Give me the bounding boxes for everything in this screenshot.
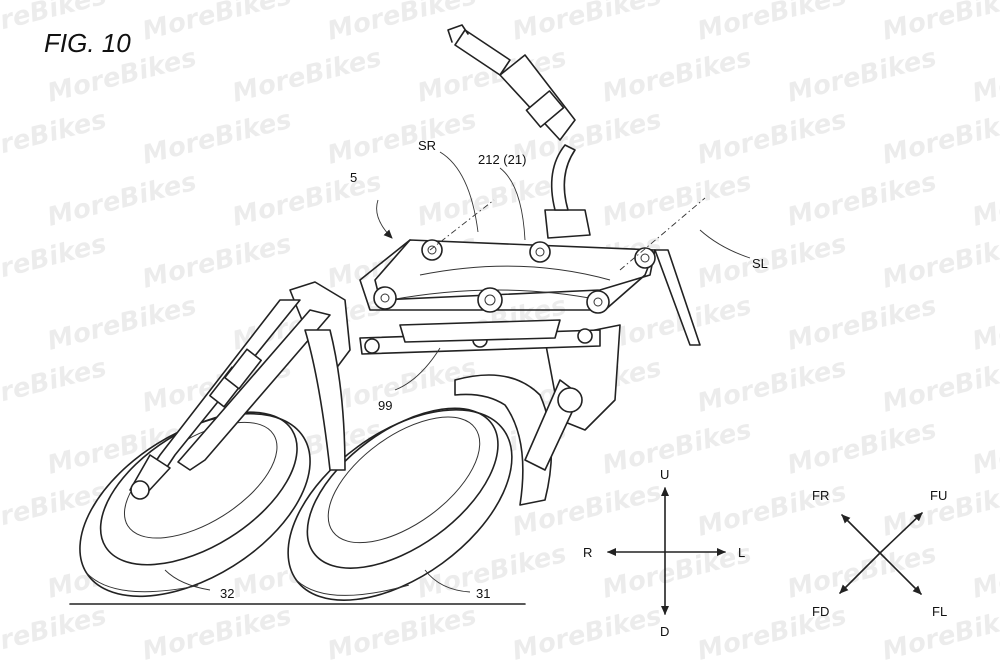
label-wheel-32: 32 bbox=[220, 586, 234, 601]
front-wheel-left bbox=[79, 411, 311, 598]
direction-diagonal: FR FU FD FL bbox=[812, 488, 947, 619]
watermark-text: MoreBikes bbox=[694, 0, 849, 47]
watermark-text: MoreBikes bbox=[694, 105, 849, 171]
watermark-text: MoreBikes bbox=[509, 601, 664, 667]
label-left: L bbox=[738, 545, 745, 560]
watermark-text: MoreBikes bbox=[694, 477, 849, 543]
watermark-text: MoreBikes bbox=[879, 105, 1000, 171]
label-front-down: FD bbox=[812, 604, 829, 619]
watermark-text: MoreBikes bbox=[599, 539, 754, 605]
label-212: 212 (21) bbox=[478, 152, 526, 167]
watermark-text: MoreBikes bbox=[139, 601, 294, 667]
watermark-text: MoreBikes bbox=[229, 167, 384, 233]
lower-link-bar bbox=[359, 319, 601, 355]
label-up: U bbox=[660, 467, 669, 482]
leader-lines bbox=[164, 151, 751, 593]
watermark-text: MoreBikes bbox=[599, 167, 754, 233]
label-right: R bbox=[583, 545, 592, 560]
watermark-text: MoreBikes bbox=[694, 229, 849, 295]
watermark-text: MoreBikes bbox=[969, 43, 1000, 109]
arrow-front-left bbox=[879, 552, 922, 595]
watermark-text: MoreBikes bbox=[599, 43, 754, 109]
arrow-front-up bbox=[879, 512, 923, 554]
watermark-text: MoreBikes bbox=[784, 43, 939, 109]
right-fender bbox=[454, 374, 553, 506]
arrow-front-down bbox=[839, 552, 881, 594]
watermark-text: MoreBikes bbox=[324, 105, 479, 171]
label-front-right: FR bbox=[812, 488, 829, 503]
watermark-text: MoreBikes bbox=[324, 0, 479, 47]
label-wheel-31: 31 bbox=[476, 586, 490, 601]
watermark-text: MoreBikes bbox=[784, 167, 939, 233]
watermark-text: MoreBikes bbox=[969, 415, 1000, 481]
label-down: D bbox=[660, 624, 669, 639]
watermark-text: MoreBikes bbox=[784, 415, 939, 481]
watermark-text: MoreBikes bbox=[0, 229, 110, 295]
label-sr: SR bbox=[418, 138, 436, 153]
label-vehicle: 5 bbox=[350, 170, 357, 185]
label-sl: SL bbox=[752, 256, 768, 271]
watermark-text: MoreBikes bbox=[879, 353, 1000, 419]
watermark-text: MoreBikes bbox=[969, 167, 1000, 233]
label-99: 99 bbox=[378, 398, 392, 413]
watermark-text: MoreBikes bbox=[229, 43, 384, 109]
watermark-text: MoreBikes bbox=[0, 601, 110, 667]
figure-title: FIG. 10 bbox=[44, 28, 131, 58]
front-wheel-right bbox=[287, 407, 513, 601]
watermark-text: MoreBikes bbox=[139, 105, 294, 171]
watermark-text: MoreBikes bbox=[44, 291, 199, 357]
label-front-left: FL bbox=[932, 604, 947, 619]
watermark-text: MoreBikes bbox=[509, 0, 664, 47]
watermark-text: MoreBikes bbox=[969, 539, 1000, 605]
arrow-front-right bbox=[841, 514, 881, 554]
watermark-text: MoreBikes bbox=[879, 0, 1000, 47]
watermark-text: MoreBikes bbox=[694, 353, 849, 419]
watermark-text: MoreBikes bbox=[0, 353, 110, 419]
right-fork-assembly bbox=[524, 324, 621, 471]
watermark-text: MoreBikes bbox=[599, 415, 754, 481]
watermark-text: MoreBikes bbox=[879, 477, 1000, 543]
watermark-text: MoreBikes bbox=[324, 601, 479, 667]
watermark-text: MoreBikes bbox=[0, 105, 110, 171]
watermark-text: MoreBikes bbox=[44, 167, 199, 233]
watermark-text: MoreBikes bbox=[139, 0, 294, 47]
watermark-text: MoreBikes bbox=[784, 291, 939, 357]
watermark-text: MoreBikes bbox=[969, 291, 1000, 357]
direction-cross: U D R L bbox=[583, 467, 745, 639]
watermark-text: MoreBikes bbox=[139, 229, 294, 295]
label-front-up: FU bbox=[930, 488, 947, 503]
steering-column-handlebar bbox=[447, 24, 591, 239]
upper-link-frame bbox=[359, 239, 701, 346]
watermark-text: MoreBikes bbox=[879, 229, 1000, 295]
left-fork-assembly bbox=[129, 281, 351, 500]
